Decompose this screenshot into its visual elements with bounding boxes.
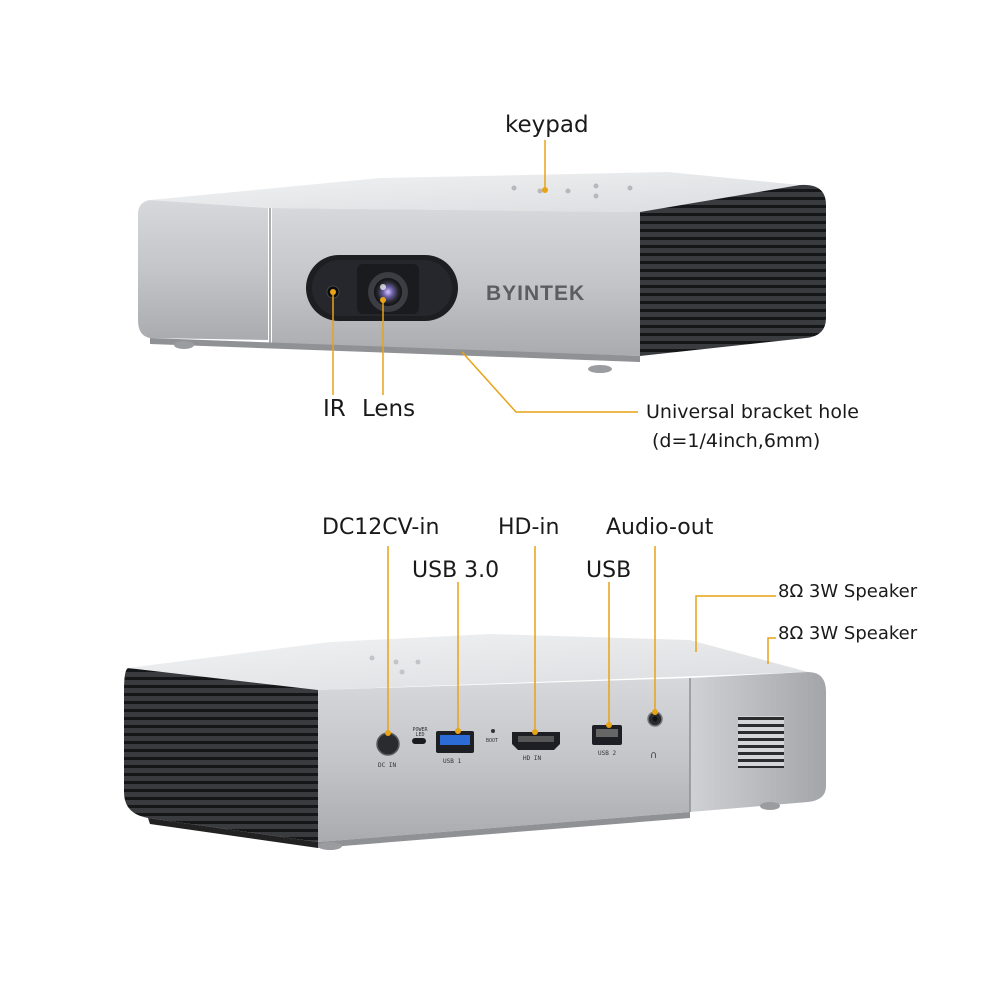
usb-callout-dot [606, 722, 612, 728]
boot-hole [491, 729, 495, 733]
rear-projector-vent-panel [124, 668, 318, 842]
rear-callout-lines [387, 546, 776, 733]
rear-projector-top [128, 634, 808, 690]
brand-logo: BYINTEK [486, 282, 586, 305]
front-projector-foot [588, 365, 612, 373]
port-label-usb1: USB 1 [443, 758, 462, 765]
dc-in-callout-dot [385, 730, 391, 736]
speaker-label-1: 8Ω 3W Speaker [778, 581, 918, 602]
keypad-callout-dot [542, 187, 548, 193]
keypad-label: keypad [505, 112, 589, 138]
front-projector-foot [174, 341, 194, 349]
ir-label: IR [323, 396, 346, 422]
hd-in-callout-dot [532, 729, 538, 735]
power-led [412, 738, 426, 744]
hd-in-label: HD-in [498, 515, 560, 540]
usb-label: USB [586, 558, 632, 583]
bracket-hole-size-label: (d=1/4inch,6mm) [652, 430, 821, 452]
rear-keypad-buttons [369, 655, 421, 675]
dc-in-port [376, 732, 400, 756]
audio-out-callout-dot [652, 709, 658, 715]
front-projector-vent-panel [640, 184, 826, 356]
port-label-boot: BOOT [486, 738, 499, 744]
bracket-hole-label: Universal bracket hole [646, 401, 859, 423]
port-label-hd: HD IN [523, 755, 542, 762]
lens-label: Lens [362, 396, 416, 422]
rear-projector-foot [760, 802, 780, 810]
audio-out-label: Audio-out [606, 515, 714, 540]
dc-in-label: DC12CV-in [322, 515, 440, 540]
port-label-power-led: POWER LED [412, 727, 428, 738]
headphone-icon: ∩ [650, 750, 657, 761]
speaker-label-2: 8Ω 3W Speaker [778, 623, 918, 644]
rear-projector-foot [318, 842, 342, 850]
keypad-buttons [511, 183, 633, 199]
speaker-grille [738, 716, 784, 768]
front-projector [138, 172, 826, 373]
usb30-callout-dot [455, 728, 461, 734]
port-label-dc: DC IN [378, 762, 397, 769]
usb30-label: USB 3.0 [412, 558, 500, 583]
front-projector-top [150, 172, 800, 212]
ir-callout-dot [330, 289, 336, 295]
front-callout-lines [332, 140, 638, 413]
port-label-usb2: USB 2 [598, 750, 617, 757]
rear-projector-main-body [318, 678, 690, 842]
lens-callout-dot [380, 297, 386, 303]
rear-projector: ∩ [124, 634, 826, 850]
front-projector-left-body [138, 200, 268, 340]
